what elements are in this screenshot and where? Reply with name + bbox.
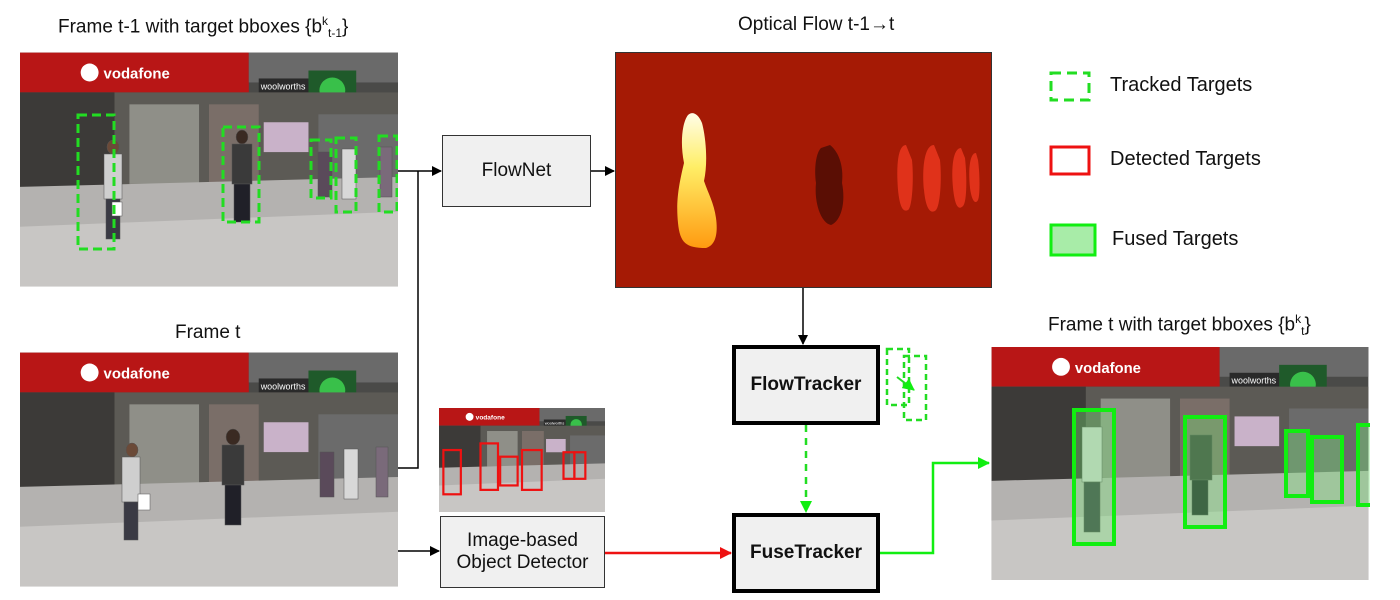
frame-out-caption: Frame t with target bboxes {bkt}: [1048, 312, 1311, 338]
frame-out-caption-text: Frame t with target bboxes {b: [1048, 314, 1296, 336]
legend-fused-label: Fused Targets: [1112, 228, 1239, 250]
detector-label-line1: Image-based: [467, 530, 578, 551]
detector-label-line2: Object Detector: [456, 552, 589, 573]
frame-t-caption: Frame t: [175, 322, 241, 343]
arrow-fusetracker-to-output: [880, 457, 990, 555]
line-frame-t-to-flownet: [398, 171, 419, 469]
detector-box: Image-based Object Detector: [440, 516, 605, 588]
optical-flow-caption: Optical Flow t-1→t: [738, 14, 895, 35]
legend-swatch-detected: [1049, 145, 1091, 176]
frame-prev-caption-text: Frame t-1 with target bboxes {b: [58, 16, 323, 38]
frame-out-image: [990, 347, 1370, 580]
fusetracker-box: FuseTracker: [732, 513, 880, 593]
frame-prev-photo: [20, 52, 398, 287]
detector-thumbnail: [439, 408, 605, 512]
frame-out-caption-sub: t: [1301, 324, 1305, 339]
flownet-box: FlowNet: [442, 135, 591, 207]
flowtracker-box: FlowTracker: [732, 345, 880, 425]
frame-prev-caption-sup: k: [322, 14, 329, 28]
tracked-box-motion-icon: [885, 347, 928, 422]
frame-prev-caption-sub: t-1: [328, 26, 343, 41]
optical-flow-visual: [616, 53, 991, 287]
frame-prev-caption: Frame t-1 with target bboxes {bkt-1}: [58, 14, 348, 40]
legend-swatch-tracked: [1049, 71, 1091, 102]
optical-flow-image: [615, 52, 992, 288]
frame-prev-caption-end: }: [342, 16, 349, 38]
frame-t-photo: [20, 352, 398, 587]
frame-out-caption-end: }: [1304, 314, 1311, 336]
legend-detected-label: Detected Targets: [1110, 148, 1261, 170]
detector-thumbnail-image: [439, 408, 605, 512]
frame-out-caption-sup: k: [1295, 312, 1302, 326]
frame-prev-image: [20, 52, 398, 287]
frame-out-photo: [990, 347, 1370, 580]
legend-tracked-label: Tracked Targets: [1110, 74, 1253, 96]
legend-swatch-fused: [1049, 223, 1097, 257]
frame-t-image: [20, 352, 398, 587]
